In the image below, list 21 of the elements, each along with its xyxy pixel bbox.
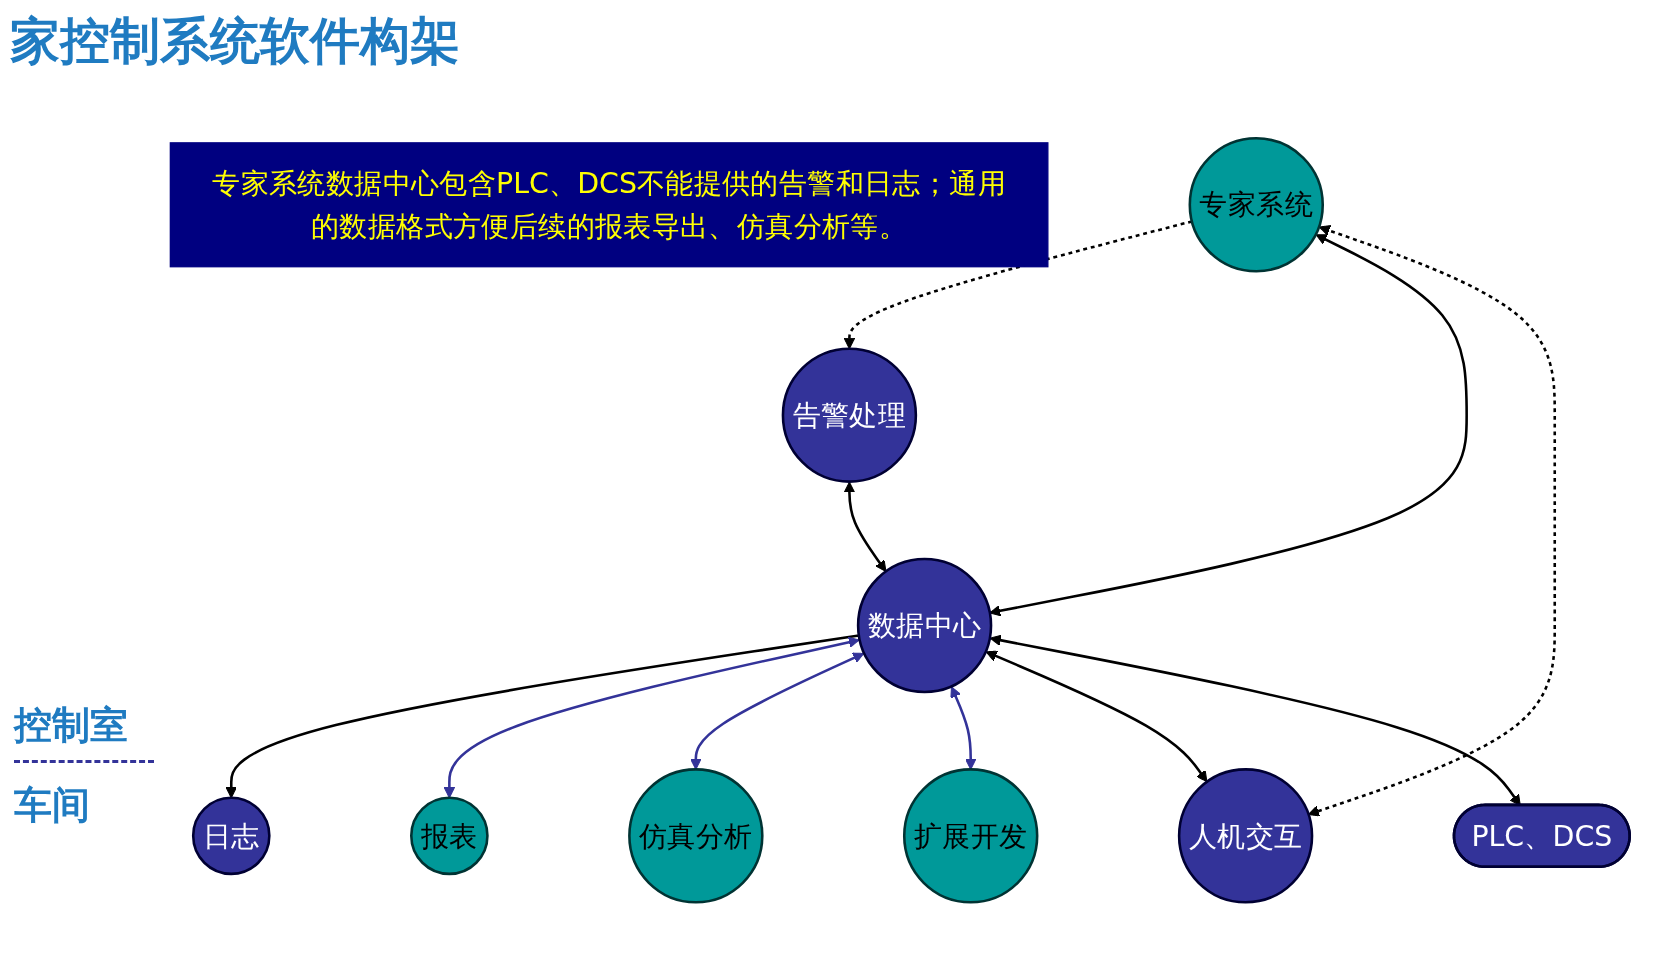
arrow [690, 652, 865, 770]
area-label: 控制室 [14, 702, 128, 749]
node-box: 专家系统数据中心包含PLC、DCS不能提供的告警和日志；通用的数据格式方便后续的报表导出、仿真分析等。 [169, 141, 1049, 268]
node-circle: 告警处理 [781, 347, 918, 483]
node-circle: 仿真分析 [628, 767, 764, 904]
arrow [443, 636, 860, 798]
area-label: 车间 [14, 782, 90, 829]
node-circle: 日志 [191, 796, 271, 875]
node-circle: 报表 [410, 796, 489, 875]
arrow [1308, 224, 1556, 817]
arrow [950, 686, 977, 770]
arrow [225, 633, 860, 798]
arrow [843, 219, 1193, 349]
diagram-title: 家控制系统软件构架 [10, 11, 460, 72]
node-circle: 数据中心 [856, 557, 993, 693]
node-circle: 扩展开发 [902, 767, 1039, 904]
node-circle: 人机交互 [1177, 767, 1314, 904]
arrow [989, 233, 1468, 617]
node-circle: 专家系统 [1188, 136, 1324, 273]
arrow [985, 650, 1208, 782]
arrow [843, 481, 887, 572]
